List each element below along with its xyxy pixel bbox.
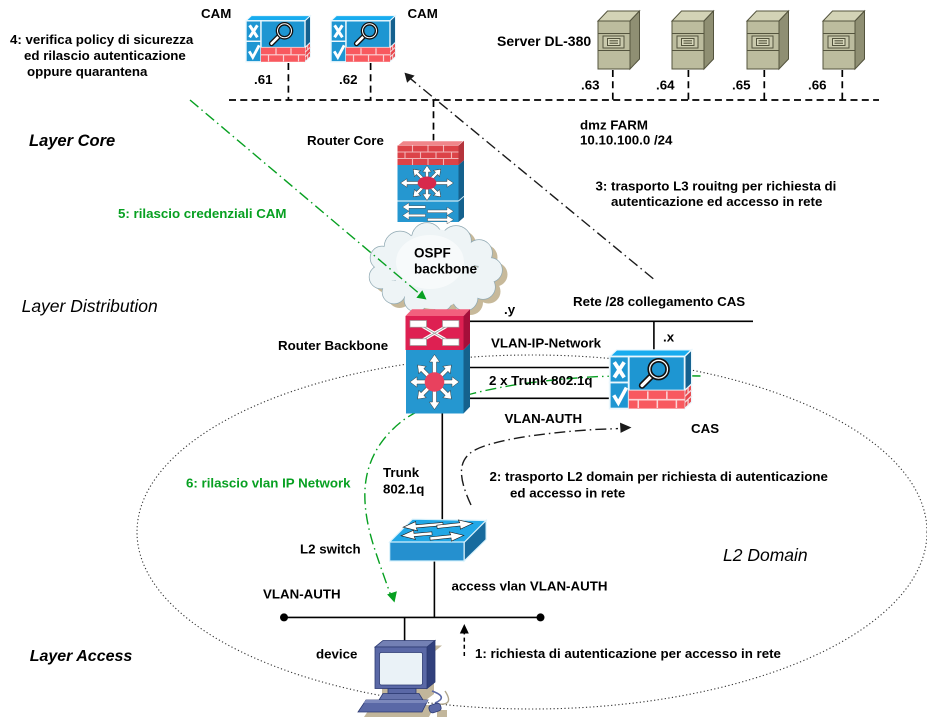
svg-text:5: rilascio credenziali CAM: 5: rilascio credenziali CAM (118, 206, 286, 221)
svg-text:CAM: CAM (201, 6, 231, 21)
svg-text:3: trasporto L3 rouitng per ri: 3: trasporto L3 rouitng per richiesta di (596, 179, 837, 194)
svg-text:L2 Domain: L2 Domain (723, 545, 808, 565)
svg-text:4: verifica policy di sicurezz: 4: verifica policy di sicurezza (10, 32, 194, 47)
svg-text:device: device (316, 647, 357, 662)
svg-text:Server DL-380: Server DL-380 (497, 33, 591, 49)
svg-text:2: trasporto L2 domain per ric: 2: trasporto L2 domain per richiesta di … (490, 469, 828, 484)
svg-text:backbone: backbone (414, 262, 478, 277)
svg-text:autenticazione ed accesso in r: autenticazione ed accesso in rete (611, 194, 822, 209)
svg-text:CAM: CAM (408, 6, 438, 21)
svg-text:.63: .63 (581, 78, 600, 93)
svg-text:.62: .62 (339, 72, 358, 87)
svg-text:ed rilascio autenticazione: ed rilascio autenticazione (24, 48, 186, 63)
svg-text:.61: .61 (254, 72, 273, 87)
svg-text:ed accesso in rete: ed accesso in rete (510, 486, 625, 501)
svg-text:Layer Distribution: Layer Distribution (22, 296, 158, 316)
svg-text:Router Core: Router Core (307, 133, 384, 148)
svg-text:L2 switch: L2 switch (300, 542, 361, 557)
svg-text:oppure quarantena: oppure quarantena (27, 64, 148, 79)
svg-text:Router Backbone: Router Backbone (278, 338, 388, 353)
svg-text:VLAN-IP-Network: VLAN-IP-Network (491, 336, 602, 351)
svg-text:1: richiesta di autenticazione: 1: richiesta di autenticazione per acces… (475, 646, 781, 661)
svg-text:Layer Access: Layer Access (30, 648, 133, 665)
svg-text:.x: .x (663, 330, 675, 345)
svg-text:.y: .y (504, 302, 516, 317)
svg-text:Trunk: Trunk (383, 465, 420, 480)
svg-text:CAS: CAS (691, 421, 719, 436)
svg-text:Rete /28 collegamento CAS: Rete /28 collegamento CAS (573, 294, 745, 309)
svg-text:dmz FARM: dmz FARM (580, 118, 648, 133)
svg-text:access vlan VLAN-AUTH: access vlan VLAN-AUTH (452, 579, 608, 594)
svg-text:10.10.100.0 /24: 10.10.100.0 /24 (580, 133, 673, 148)
svg-text:OSPF: OSPF (414, 246, 451, 261)
svg-text:VLAN-AUTH: VLAN-AUTH (505, 411, 583, 426)
svg-text:802.1q: 802.1q (383, 482, 424, 497)
svg-text:.65: .65 (732, 78, 751, 93)
svg-text:Layer Core: Layer Core (29, 132, 115, 150)
svg-text:6: rilascio vlan IP Network: 6: rilascio vlan IP Network (186, 476, 351, 491)
svg-text:.66: .66 (808, 78, 827, 93)
svg-text:VLAN-AUTH: VLAN-AUTH (263, 587, 341, 602)
svg-text:.64: .64 (656, 78, 675, 93)
svg-text:2 x Trunk 802.1q: 2 x Trunk 802.1q (489, 373, 592, 388)
